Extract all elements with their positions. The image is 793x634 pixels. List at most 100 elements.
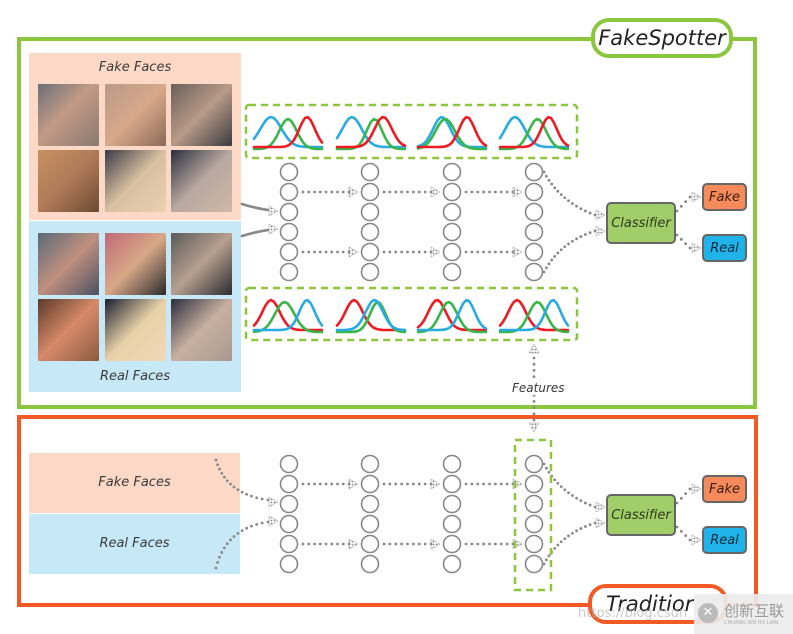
real-face-thumbnail — [38, 233, 99, 295]
fakespotter-neuron — [279, 262, 299, 282]
input-arrow-fake — [240, 202, 270, 212]
blue-curve — [416, 115, 488, 149]
fakespotter-neuron — [279, 222, 299, 242]
features-label: Features — [510, 381, 567, 395]
layer-arrow — [301, 542, 351, 546]
traditional-neuron — [360, 534, 380, 554]
arrowhead-icon — [348, 538, 359, 550]
traditional-neuron — [360, 474, 380, 494]
layer-arrow — [301, 190, 351, 194]
traditional-neuron — [524, 514, 544, 534]
arrowhead-icon — [268, 496, 279, 508]
fakespotter-neuron — [360, 242, 380, 262]
fake-faces-label-traditional: Fake Faces — [98, 475, 171, 490]
fake-face-thumbnail — [105, 150, 166, 212]
traditional-neuron — [524, 534, 544, 554]
green-curve — [498, 117, 570, 151]
fakespotter-top-distribution-4 — [498, 115, 570, 151]
green-curve — [252, 300, 324, 334]
fake-face-thumbnail — [105, 84, 166, 146]
fakespotter-neuron — [279, 182, 299, 202]
fakespotter-neuron — [360, 222, 380, 242]
fakespotter-neuron — [524, 202, 544, 222]
arrowhead-icon — [348, 478, 359, 490]
fakespotter-neuron — [279, 242, 299, 262]
arrowhead-icon — [691, 242, 702, 254]
traditional-neuron — [442, 494, 462, 514]
fakespotter-neuron — [442, 222, 462, 242]
fakespotter-neuron — [524, 262, 544, 282]
fakespotter-neuron — [279, 202, 299, 222]
fakespotter-neuron — [360, 202, 380, 222]
feature-layer-box — [513, 438, 553, 592]
feature-distribution-box-top — [244, 103, 579, 160]
fakespotter-neuron — [279, 162, 299, 182]
arrowhead-icon — [430, 538, 441, 550]
blue-curve — [335, 298, 407, 332]
fake-face-thumbnail — [38, 150, 99, 212]
arrowhead-icon — [595, 209, 606, 221]
arrowhead-icon — [348, 246, 359, 258]
input-arrow-real — [240, 228, 270, 238]
arrowhead-icon — [268, 205, 279, 217]
arrowhead-icon — [430, 478, 441, 490]
traditional-neuron — [360, 454, 380, 474]
traditional-neuron — [279, 494, 299, 514]
watermark-brand: 创新互联 — [724, 602, 785, 620]
output-real-traditional: Real — [702, 526, 747, 554]
layer-arrow — [464, 482, 515, 486]
to-fake-arrow — [675, 195, 692, 213]
traditional-neuron — [524, 454, 544, 474]
traditional-neuron — [442, 454, 462, 474]
input-arrow-real — [214, 520, 270, 570]
red-curve — [416, 115, 488, 149]
output-fake: Fake — [702, 183, 747, 211]
features-arrow-down-icon — [528, 422, 540, 433]
red-curve — [335, 298, 407, 332]
watermark-url: https://blog.csdn — [578, 606, 688, 621]
traditional-neuron — [360, 554, 380, 574]
watermark-brand-sub: CHUANG XIN HU LIAN — [724, 620, 779, 626]
to-fake-arrow — [675, 487, 692, 505]
real-faces-panel-traditional: Real Faces — [29, 514, 240, 574]
fakespotter-neuron — [442, 162, 462, 182]
arrowhead-icon — [691, 534, 702, 546]
fakespotter-bottom-distribution-1 — [252, 298, 324, 334]
fake-face-thumbnail — [171, 150, 232, 212]
traditional-neuron — [524, 494, 544, 514]
feature-distribution-box-bottom — [244, 286, 579, 342]
real-face-thumbnail — [171, 233, 232, 295]
layer-arrow — [382, 482, 433, 486]
classifier-node-traditional: Classifier — [606, 494, 676, 536]
arrowhead-icon — [595, 501, 606, 513]
fakespotter-neuron — [524, 222, 544, 242]
fakespotter-top-distribution-3 — [416, 115, 488, 151]
layer-arrow — [382, 190, 433, 194]
traditional-neuron — [442, 474, 462, 494]
layer-arrow — [464, 542, 515, 546]
traditional-neuron — [360, 514, 380, 534]
arrowhead-icon — [595, 517, 606, 529]
arrowhead-icon — [691, 483, 702, 495]
watermark-logo-icon: ✕ — [698, 603, 718, 623]
layer-arrow — [382, 250, 433, 254]
layer-arrow — [464, 250, 515, 254]
fakespotter-neuron — [360, 182, 380, 202]
fakespotter-neuron — [442, 242, 462, 262]
layer-arrow — [464, 190, 515, 194]
fake-face-thumbnail — [38, 84, 99, 146]
fakespotter-bottom-distribution-2 — [335, 298, 407, 334]
arrowhead-icon — [512, 246, 523, 258]
fakespotter-top-distribution-1 — [252, 115, 324, 151]
layer-arrow — [382, 542, 433, 546]
traditional-frame — [17, 415, 758, 607]
fakespotter-neuron — [524, 242, 544, 262]
traditional-neuron — [279, 554, 299, 574]
traditional-neuron — [442, 514, 462, 534]
arrowhead-icon — [512, 186, 523, 198]
real-face-thumbnail — [171, 299, 232, 361]
real-face-thumbnail — [105, 233, 166, 295]
arrowhead-icon — [268, 515, 279, 527]
green-curve — [416, 117, 488, 151]
traditional-neuron — [279, 454, 299, 474]
